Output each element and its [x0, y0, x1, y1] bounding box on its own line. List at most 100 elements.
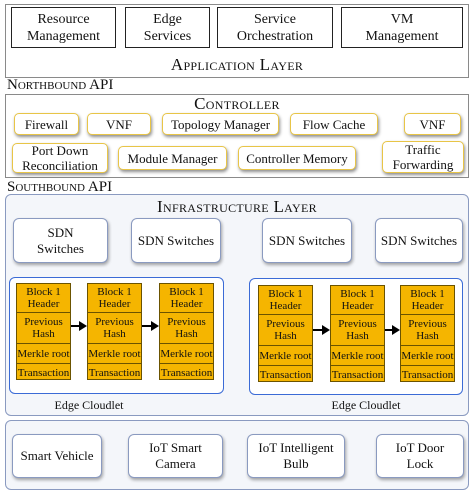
block-header-line1: Block 1 [26, 286, 61, 298]
box-label-line2: Management [365, 28, 439, 44]
block-header-line2: Header [170, 298, 203, 310]
device-label-line2: Camera [155, 456, 196, 471]
module-label-line1: Traffic [405, 142, 441, 157]
box-label-line1: VM [390, 11, 414, 27]
module-label-line2: Reconciliation [22, 158, 98, 173]
block-header-line2: Header [98, 298, 131, 310]
application-layer-title: Application Layer [170, 55, 304, 74]
switch-label-line1: SDN [47, 224, 74, 240]
sdn-switch-3: SDN Switches [262, 218, 352, 263]
previous-hash-line2: Hash [274, 330, 297, 342]
box-label-line2: Management [26, 28, 101, 44]
block-transaction: Transaction [88, 367, 141, 379]
previous-hash-line1: Previous [167, 316, 206, 328]
block-transaction: Transaction [331, 369, 384, 381]
block-merkle-root: Merkle root [259, 346, 312, 366]
block-transaction: Transaction [401, 369, 454, 381]
vnf-module: VNF [87, 113, 151, 135]
edge-cloudlet-label-2: Edge Cloudlet [331, 398, 401, 412]
block-header-line2: Header [341, 300, 374, 312]
block-header-line1: Block 1 [340, 288, 375, 300]
previous-hash-line1: Previous [95, 316, 134, 328]
block-header-line1: Block 1 [268, 288, 303, 300]
block-header-line1: Block 1 [97, 286, 132, 298]
block-merkle-root: Merkle root [17, 344, 70, 364]
firewall-module: Firewall [14, 113, 79, 135]
controller-title: Controller [194, 94, 280, 113]
block-merkle-root: Merkle root [160, 344, 213, 364]
previous-hash-line2: Hash [346, 330, 369, 342]
block-header-line1: Block 1 [410, 288, 445, 300]
chain-arrow-icon [142, 321, 159, 331]
box-label-line1: Resource [37, 11, 90, 27]
previous-hash-line1: Previous [338, 318, 377, 330]
device-label-line1: IoT Door [395, 440, 445, 455]
box-label-line2: Services [143, 28, 192, 44]
previous-hash-line2: Hash [103, 328, 126, 340]
previous-hash-line1: Previous [266, 318, 305, 330]
smart-vehicle-device: Smart Vehicle [12, 434, 102, 478]
controller-memory-module: Controller Memory [238, 146, 356, 170]
box-label-line2: Orchestration [236, 28, 314, 44]
box-label-line1: Edge [153, 11, 182, 27]
device-label-line2: Bulb [283, 456, 309, 471]
previous-hash-line2: Hash [175, 328, 198, 340]
chain-arrow-icon [385, 325, 400, 335]
sdn-switch-2: SDN Switches [131, 218, 221, 263]
module-label-line2: Forwarding [392, 157, 454, 172]
southbound-api-label: Southbound API [7, 179, 113, 195]
northbound-api-label: Northbound API [7, 77, 114, 93]
topology-manager-module: Topology Manager [162, 113, 279, 135]
chain-arrow-icon [71, 321, 87, 331]
block-header-line2: Header [411, 300, 444, 312]
vnf-module-2: VNF [404, 113, 461, 135]
block-header-line2: Header [27, 298, 60, 310]
module-label-line1: Port Down [31, 143, 89, 158]
edge-cloudlet-label-1: Edge Cloudlet [54, 398, 124, 412]
block-transaction: Transaction [259, 369, 312, 381]
block-header-line1: Block 1 [169, 286, 204, 298]
sdn-switch-4: SDN Switches [375, 218, 463, 263]
block-merkle-root: Merkle root [331, 346, 384, 366]
block-merkle-root: Merkle root [401, 346, 454, 366]
previous-hash-line2: Hash [416, 330, 439, 342]
block-header-line2: Header [269, 300, 302, 312]
block-transaction: Transaction [160, 367, 213, 379]
device-label-line1: IoT Intelligent [258, 440, 334, 455]
previous-hash-line1: Previous [24, 316, 63, 328]
previous-hash-line2: Hash [32, 328, 55, 340]
device-label-line1: IoT Smart [149, 440, 202, 455]
previous-hash-line1: Previous [408, 318, 447, 330]
box-label-line1: Service [254, 11, 296, 27]
device-label-line2: Lock [406, 456, 434, 471]
infrastructure-layer-title: Infrastructure Layer [157, 196, 317, 216]
chain-arrow-icon [313, 325, 330, 335]
